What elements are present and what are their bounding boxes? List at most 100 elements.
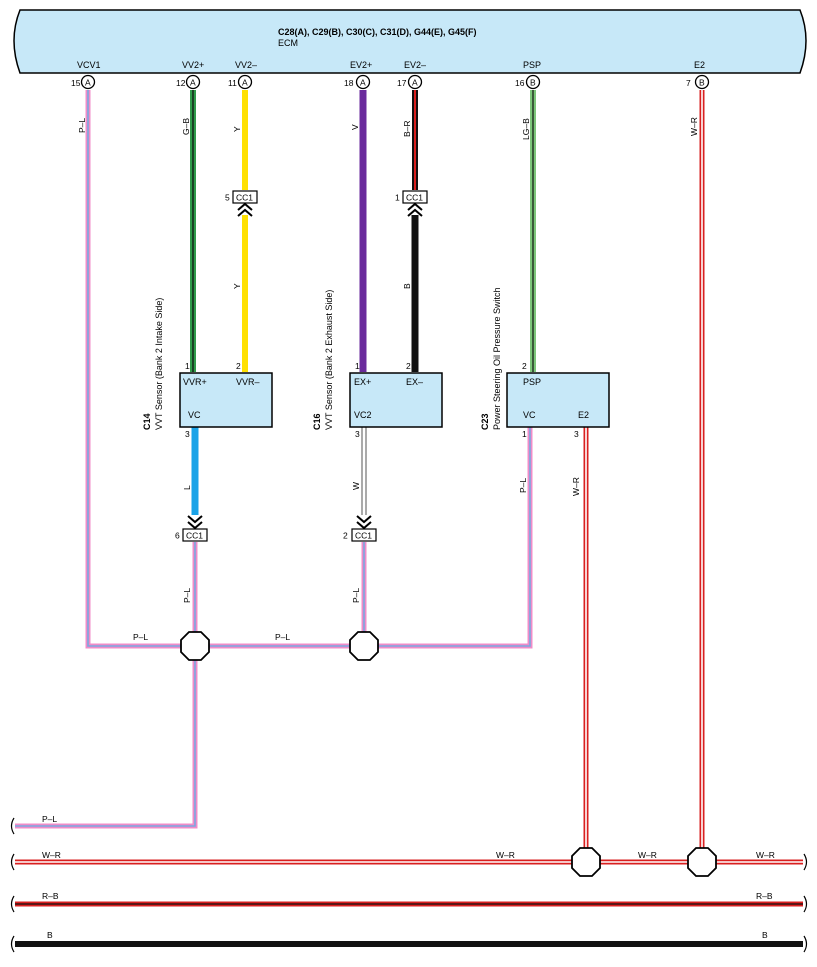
pin-num-vcv1: 15 (71, 78, 81, 88)
pin-num-e2: 7 (686, 78, 691, 88)
cc1-num-5: 5 (225, 193, 230, 203)
wire-label-pl-bottom: P–L (42, 814, 57, 824)
c14-pin-vvrm: VVR– (236, 377, 260, 387)
pin-label-ev2p: EV2+ (350, 60, 372, 70)
cc1-num-1: 1 (395, 193, 400, 203)
bus-label-wr-2: W–R (496, 850, 515, 860)
pin-circle-vv2m (237, 74, 253, 90)
c16-pin-vc2: VC2 (354, 410, 372, 420)
c23-id: C23 (480, 413, 490, 430)
c14-box (179, 372, 273, 428)
c23-num-2: 2 (522, 361, 527, 371)
ecm-name: ECM (278, 38, 298, 48)
pin-conn-ev2m: A (412, 78, 418, 88)
wire-label-pl-2: P–L (182, 588, 192, 603)
c14-num-2: 2 (236, 361, 241, 371)
wire-label-w: W (351, 482, 361, 490)
pin-label-e2: E2 (694, 60, 705, 70)
wire-label-pl-1: P–L (77, 118, 87, 133)
bus-label-b-2: B (762, 930, 768, 940)
pin-conn-ev2p: A (360, 78, 366, 88)
cc1-num-2: 2 (343, 531, 348, 541)
c14-pin-vvrp: VVR+ (183, 377, 207, 387)
pin-conn-e2: B (699, 78, 705, 88)
c16-num-3: 3 (355, 429, 360, 439)
cc1-connector-c14: CC1 6 (175, 515, 208, 542)
cc1-label-3: CC1 (186, 531, 203, 541)
pin-label-ev2m: EV2– (404, 60, 426, 70)
splice-wr-1 (571, 847, 601, 877)
c23-num-3: 3 (574, 429, 579, 439)
pin-num-psp: 16 (515, 78, 525, 88)
pin-num-ev2m: 17 (397, 78, 407, 88)
pin-conn-vv2p: A (190, 78, 196, 88)
bus-label-b-1: B (47, 930, 53, 940)
splice-wr-2 (687, 847, 717, 877)
pin-circle-psp (525, 74, 541, 90)
c16-id: C16 (312, 413, 322, 430)
c14-id: C14 (142, 413, 152, 430)
c23-pin-psp: PSP (523, 377, 541, 387)
ecm-connectors-label: C28(A), C29(B), C30(C), C31(D), G44(E), … (278, 27, 477, 37)
pin-num-vv2m: 11 (228, 78, 237, 88)
ecm-box (13, 9, 807, 74)
cc1-connector-c16: CC1 2 (343, 515, 377, 542)
wire-label-wr-2: W–R (571, 477, 581, 496)
c14-num-1: 1 (185, 361, 190, 371)
c14-pin-vc: VC (188, 410, 201, 420)
c16-pin-exp: EX+ (354, 377, 371, 387)
wire-label-wr-1: W–R (689, 117, 699, 136)
cc1-label-2: CC1 (406, 193, 423, 203)
pin-circle-vcv1 (80, 74, 96, 90)
bus-label-rb-2: R–B (756, 891, 773, 901)
pin-num-vv2p: 12 (176, 78, 186, 88)
wire-label-pl-bus-2: P–L (275, 632, 290, 642)
wire-label-y-1: Y (232, 126, 242, 132)
pin-label-psp: PSP (523, 60, 541, 70)
bus-break-marks (10, 817, 808, 953)
c14-desc: VVT Sensor (Bank 2 Intake Side) (154, 298, 164, 430)
c23-num-1: 1 (522, 429, 527, 439)
pin-conn-psp: B (530, 78, 536, 88)
c23-pin-e2: E2 (578, 410, 589, 420)
cc1-label-1: CC1 (236, 193, 253, 203)
cc1-connector-vv2m: CC1 5 (225, 190, 258, 217)
wire-pl-vcv1 (85, 90, 533, 649)
c16-num-2: 2 (406, 361, 411, 371)
wire-label-gb: G–B (181, 118, 191, 135)
wire-label-lgb: LG–B (521, 118, 531, 140)
pin-circle-vv2p (185, 74, 201, 90)
pin-label-vcv1: VCV1 (77, 60, 101, 70)
bus-label-wr-1: W–R (42, 850, 61, 860)
wire-label-y-2: Y (232, 283, 242, 289)
wire-label-b: B (402, 283, 412, 289)
bus-label-rb-1: R–B (42, 891, 59, 901)
wire-label-pl-bus-1: P–L (133, 632, 148, 642)
pin-label-vv2p: VV2+ (182, 60, 204, 70)
wire-pl-cc1-left (15, 542, 198, 829)
pin-circle-ev2m (407, 74, 423, 90)
pin-circle-e2 (694, 74, 710, 90)
cc1-label-4: CC1 (355, 531, 372, 541)
cc1-connector-ev2m: CC1 1 (395, 190, 428, 217)
c16-desc: VVT Sensor (Bank 2 Exhaust Side) (324, 290, 334, 430)
c16-box (349, 372, 443, 428)
wire-label-pl-c23: P–L (518, 478, 528, 493)
pin-conn-vv2m: A (242, 78, 248, 88)
splice-pl-1 (180, 631, 210, 661)
c16-pin-exm: EX– (406, 377, 423, 387)
pin-conn-vcv1: A (85, 78, 91, 88)
pin-label-vv2m: VV2– (235, 60, 257, 70)
cc1-num-6: 6 (175, 531, 180, 541)
ecm-pin-circles: A A A A A B B (80, 74, 710, 90)
c23-desc: Power Steering Oil Pressure Switch (492, 287, 502, 430)
wire-label-v: V (350, 124, 360, 130)
wire-label-pl-3: P–L (351, 588, 361, 603)
wire-label-br: B–R (402, 120, 412, 137)
splice-pl-2 (349, 631, 379, 661)
pin-num-ev2p: 18 (344, 78, 354, 88)
c14-num-3: 3 (185, 429, 190, 439)
bus-label-wr-4: W–R (756, 850, 775, 860)
wire-label-l: L (182, 485, 192, 490)
